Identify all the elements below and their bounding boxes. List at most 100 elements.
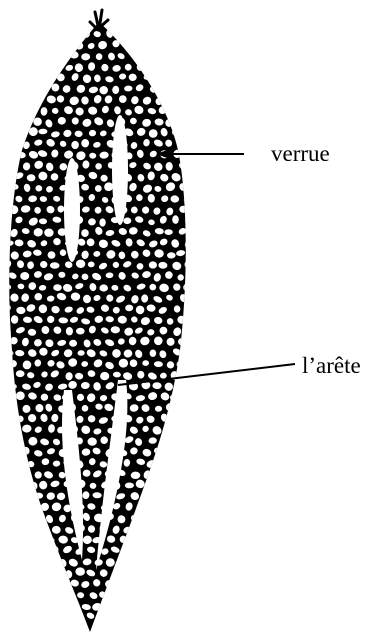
reticulum-cell <box>184 394 194 403</box>
reticulum-cell <box>70 32 77 39</box>
reticulum-cell <box>26 591 37 601</box>
reticulum-cell <box>3 458 14 467</box>
reticulum-cell <box>94 624 102 634</box>
reticulum-cell <box>173 524 181 532</box>
reticulum-cell <box>10 31 17 38</box>
reticulum-cell <box>171 566 182 577</box>
reticulum-cell <box>178 402 188 411</box>
reticulum-cell <box>177 470 187 480</box>
reticulum-cell <box>8 139 18 149</box>
reticulum-cell <box>3 150 14 159</box>
reticulum-cell <box>34 559 42 566</box>
reticulum-cell <box>37 40 47 50</box>
reticulum-cell <box>11 491 19 500</box>
reticulum-cell <box>58 272 65 278</box>
reticulum-cell <box>183 283 191 291</box>
reticulum-cell <box>118 622 126 630</box>
reticulum-cell <box>153 557 162 567</box>
reticulum-cell <box>4 546 15 555</box>
reticulum-cell <box>150 350 157 357</box>
reticulum-cell <box>166 30 175 38</box>
reticulum-cell <box>182 589 193 599</box>
reticulum-cell <box>123 569 130 576</box>
reticulum-cell <box>46 73 55 83</box>
reticulum-cell <box>176 51 186 61</box>
reticulum-cell <box>118 558 126 567</box>
reticulum-cell <box>166 469 175 478</box>
reticulum-cell <box>47 557 55 566</box>
reticulum-cell <box>46 51 56 61</box>
reticulum-cell <box>51 613 60 621</box>
reticulum-cell <box>178 624 186 631</box>
reticulum-cell <box>184 458 192 465</box>
reticulum-cell <box>173 460 181 468</box>
reticulum-cell <box>158 612 169 622</box>
reticulum-cell <box>184 196 191 203</box>
reticulum-cell <box>40 524 49 533</box>
reticulum-cell <box>14 62 24 71</box>
reticulum-cell <box>61 41 72 51</box>
reticulum-cell <box>173 62 182 71</box>
reticulum-cell <box>26 86 36 94</box>
reticulum-cell <box>182 39 191 48</box>
reticulum-cell <box>128 624 138 634</box>
reticulum-cell <box>51 590 60 599</box>
reticulum-cell <box>58 624 67 634</box>
reticulum-cell <box>3 86 11 94</box>
wart-label: verrue <box>271 141 330 166</box>
reticulum-cell <box>165 95 174 103</box>
reticulum-cell <box>100 612 109 621</box>
reticulum-cell <box>158 85 168 94</box>
reticulum-cell <box>183 174 191 181</box>
reticulum-cell <box>153 624 162 631</box>
reticulum-cell <box>129 580 138 587</box>
reticulum-cell <box>158 525 168 535</box>
reticulum-cell <box>2 63 12 73</box>
reticulum-cell <box>15 128 25 138</box>
reticulum-cell <box>3 569 11 576</box>
reticulum-cell <box>142 535 149 543</box>
reticulum-cell <box>26 65 35 71</box>
reticulum-cell <box>160 62 171 72</box>
reticulum-cell <box>76 328 85 335</box>
reticulum-cell <box>141 559 150 566</box>
reticulum-cell <box>164 514 175 524</box>
reticulum-cell <box>34 581 42 590</box>
reticulum-cell <box>17 481 25 490</box>
reticulum-cell <box>2 105 12 114</box>
reticulum-cell <box>56 599 67 610</box>
reticulum-cell <box>159 547 170 556</box>
reticulum-cell <box>171 480 180 488</box>
reticulum-cell <box>166 426 176 434</box>
reticulum-cell <box>160 436 168 444</box>
reticulum-cell <box>40 570 47 578</box>
reticulum-cell <box>172 40 181 48</box>
reticulum-cell <box>19 577 30 588</box>
reticulum-cell <box>10 74 18 80</box>
reticulum-cell <box>113 262 119 268</box>
reticulum-cell <box>22 471 32 480</box>
reticulum-cell <box>182 325 193 335</box>
reticulum-cell <box>154 53 162 60</box>
reticulum-cell <box>137 592 146 602</box>
reticulum-cell <box>20 536 30 544</box>
reticulum-cell <box>184 438 193 446</box>
reticulum-cell <box>9 559 17 566</box>
reticulum-cell <box>81 625 89 632</box>
reticulum-cell <box>141 603 149 611</box>
reticulum-cell <box>9 51 19 61</box>
reticulum-cell <box>3 613 12 620</box>
reticulum-cell <box>148 591 156 599</box>
reticulum-cell <box>148 568 157 577</box>
reticulum-cell <box>182 62 193 71</box>
reticulum-cell <box>142 513 151 522</box>
reticulum-cell <box>28 526 36 532</box>
reticulum-cell <box>165 449 173 456</box>
reticulum-cell <box>3 504 11 512</box>
reticulum-cell <box>119 30 127 38</box>
reticulum-cell <box>170 547 178 556</box>
reticulum-cell <box>177 96 184 103</box>
reticulum-cell <box>178 491 187 499</box>
reticulum-cell <box>160 503 168 512</box>
reticulum-cell <box>2 392 11 400</box>
